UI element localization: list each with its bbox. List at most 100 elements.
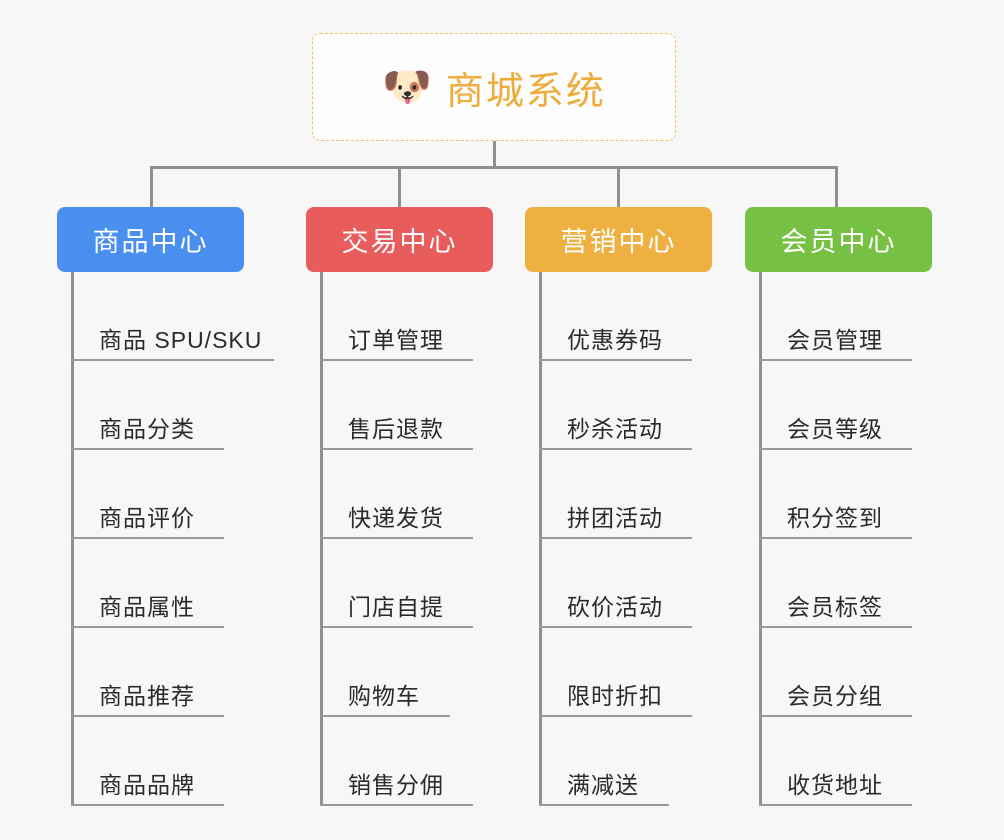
branch-header-trade-center[interactable]: 交易中心 <box>306 207 493 272</box>
leaf-underline <box>320 359 473 361</box>
list-item[interactable]: 门店自提 <box>320 539 540 628</box>
branch-header-marketing-center[interactable]: 营销中心 <box>525 207 712 272</box>
list-item[interactable]: 满减送 <box>539 717 759 806</box>
list-item[interactable]: 会员管理 <box>759 272 979 361</box>
leaf-label: 优惠券码 <box>567 327 663 353</box>
leaf-label: 会员等级 <box>787 416 883 442</box>
leaf-label: 积分签到 <box>787 505 883 531</box>
leaf-label: 快递发货 <box>348 505 444 531</box>
leaf-underline <box>71 448 224 450</box>
leaf-list-trade-center: 订单管理 售后退款 快递发货 门店自提 购物车 销售分佣 <box>320 272 540 806</box>
connector-drop-member-center <box>835 166 838 207</box>
root-node-shopping-mall-system[interactable]: 🐶 商城系统 <box>312 33 676 141</box>
list-item[interactable]: 砍价活动 <box>539 539 759 628</box>
leaf-underline <box>71 359 274 361</box>
connector-drop-trade-center <box>398 166 401 207</box>
leaf-label: 商品 SPU/SKU <box>99 327 263 353</box>
leaf-underline <box>539 626 692 628</box>
list-item[interactable]: 拼团活动 <box>539 450 759 539</box>
leaf-list-member-center: 会员管理 会员等级 积分签到 会员标签 会员分组 收货地址 <box>759 272 979 806</box>
list-item[interactable]: 销售分佣 <box>320 717 540 806</box>
leaf-underline <box>759 804 912 806</box>
connector-drop-product-center <box>150 166 153 207</box>
list-item[interactable]: 会员等级 <box>759 361 979 450</box>
list-item[interactable]: 商品分类 <box>71 361 291 450</box>
list-item[interactable]: 快递发货 <box>320 450 540 539</box>
root-node-title: 商城系统 <box>445 70 606 113</box>
leaf-label: 订单管理 <box>348 327 444 353</box>
leaf-underline <box>71 626 224 628</box>
leaf-underline <box>71 537 224 539</box>
dog-face-icon: 🐶 <box>382 64 432 110</box>
leaf-label: 售后退款 <box>348 416 444 442</box>
leaf-label: 秒杀活动 <box>567 416 663 442</box>
branch-header-label: 交易中心 <box>341 227 458 257</box>
list-item[interactable]: 收货地址 <box>759 717 979 806</box>
list-item[interactable]: 商品品牌 <box>71 717 291 806</box>
branch-header-member-center[interactable]: 会员中心 <box>745 207 932 272</box>
list-item[interactable]: 商品属性 <box>71 539 291 628</box>
leaf-underline <box>320 715 450 717</box>
leaf-underline <box>71 804 224 806</box>
branch-header-label: 会员中心 <box>780 227 897 257</box>
leaf-label: 限时折扣 <box>567 683 663 709</box>
leaf-label: 商品品牌 <box>99 772 195 798</box>
branch-spine-trade-center <box>320 272 323 806</box>
branch-header-product-center[interactable]: 商品中心 <box>57 207 244 272</box>
leaf-label: 销售分佣 <box>348 772 444 798</box>
branch-member-center: 会员中心 会员管理 会员等级 积分签到 会员标签 会员分组 <box>745 207 932 806</box>
leaf-underline <box>539 804 669 806</box>
list-item[interactable]: 订单管理 <box>320 272 540 361</box>
branch-spine-marketing-center <box>539 272 542 806</box>
leaf-label: 拼团活动 <box>567 505 663 531</box>
list-item[interactable]: 会员分组 <box>759 628 979 717</box>
leaf-label: 商品属性 <box>99 594 195 620</box>
leaf-underline <box>320 804 473 806</box>
leaf-underline <box>539 359 692 361</box>
connector-horizontal-bus <box>150 166 838 169</box>
list-item[interactable]: 售后退款 <box>320 361 540 450</box>
leaf-label: 购物车 <box>348 683 420 709</box>
leaf-label: 会员管理 <box>787 327 883 353</box>
list-item[interactable]: 优惠券码 <box>539 272 759 361</box>
leaf-underline <box>759 626 912 628</box>
branch-header-label: 商品中心 <box>92 227 209 257</box>
leaf-underline <box>539 715 692 717</box>
branch-spine-product-center <box>71 272 74 806</box>
branch-marketing-center: 营销中心 优惠券码 秒杀活动 拼团活动 砍价活动 限时折扣 <box>525 207 712 806</box>
branch-trade-center: 交易中心 订单管理 售后退款 快递发货 门店自提 购物车 <box>306 207 493 806</box>
leaf-label: 门店自提 <box>348 594 444 620</box>
leaf-label: 商品分类 <box>99 416 195 442</box>
leaf-underline <box>759 537 912 539</box>
list-item[interactable]: 购物车 <box>320 628 540 717</box>
list-item[interactable]: 积分签到 <box>759 450 979 539</box>
list-item[interactable]: 限时折扣 <box>539 628 759 717</box>
branch-header-label: 营销中心 <box>560 227 677 257</box>
list-item[interactable]: 秒杀活动 <box>539 361 759 450</box>
list-item[interactable]: 商品推荐 <box>71 628 291 717</box>
leaf-underline <box>759 715 912 717</box>
leaf-label: 满减送 <box>567 772 639 798</box>
branch-spine-member-center <box>759 272 762 806</box>
leaf-underline <box>71 715 224 717</box>
leaf-underline <box>320 626 473 628</box>
leaf-list-marketing-center: 优惠券码 秒杀活动 拼团活动 砍价活动 限时折扣 满减送 <box>539 272 759 806</box>
list-item[interactable]: 商品评价 <box>71 450 291 539</box>
leaf-label: 会员标签 <box>787 594 883 620</box>
connector-root-stem <box>493 141 496 168</box>
leaf-underline <box>320 448 473 450</box>
leaf-underline <box>320 537 473 539</box>
leaf-underline <box>539 537 692 539</box>
connector-drop-marketing-center <box>617 166 620 207</box>
leaf-label: 收货地址 <box>787 772 883 798</box>
leaf-label: 会员分组 <box>787 683 883 709</box>
leaf-label: 商品评价 <box>99 505 195 531</box>
branch-product-center: 商品中心 商品 SPU/SKU 商品分类 商品评价 商品属性 商品推荐 <box>57 207 274 806</box>
leaf-list-product-center: 商品 SPU/SKU 商品分类 商品评价 商品属性 商品推荐 商品品牌 <box>71 272 291 806</box>
leaf-underline <box>539 448 692 450</box>
leaf-label: 商品推荐 <box>99 683 195 709</box>
leaf-underline <box>759 359 912 361</box>
list-item[interactable]: 商品 SPU/SKU <box>71 272 291 361</box>
list-item[interactable]: 会员标签 <box>759 539 979 628</box>
